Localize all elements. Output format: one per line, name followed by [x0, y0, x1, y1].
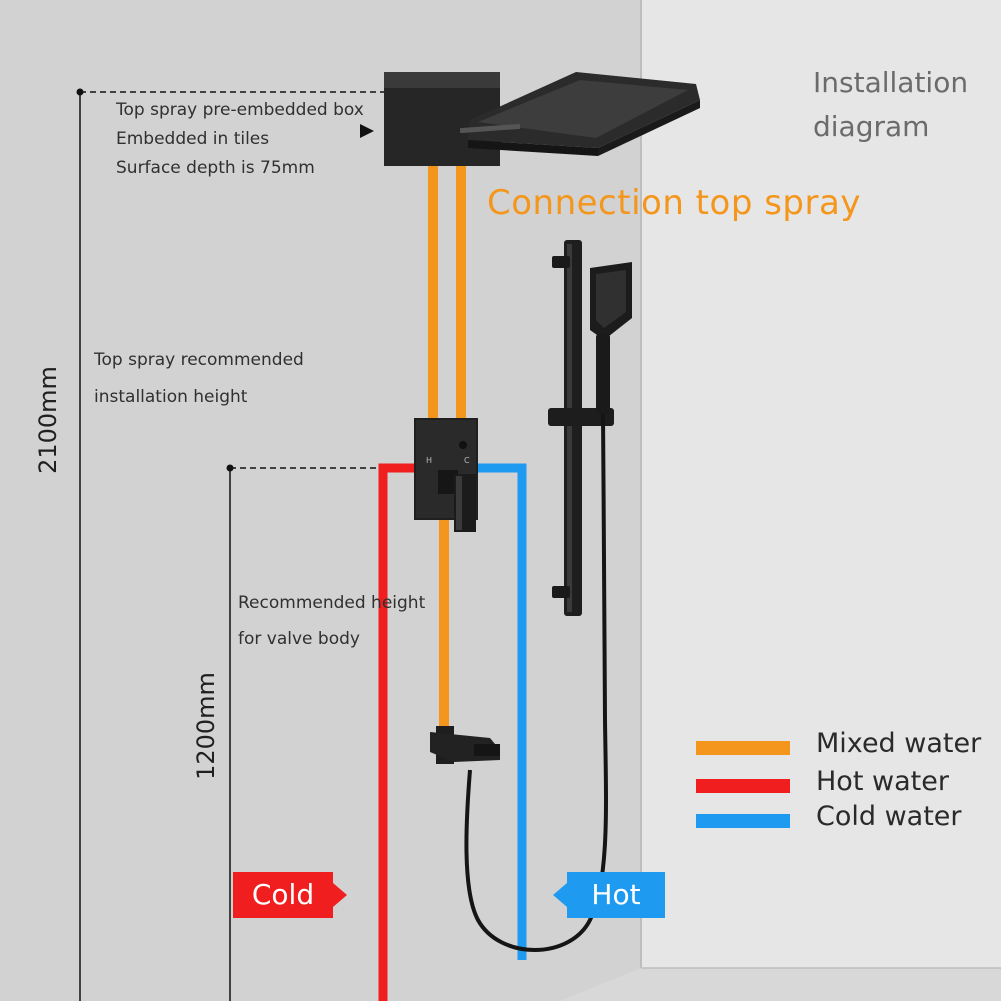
top-spray-height-note: Top spray recommended installation heigh… — [94, 342, 304, 416]
mixing-valve-icon: H C — [414, 418, 478, 532]
right-wall — [641, 0, 1001, 1001]
dimension-1200-label: 1200mm — [192, 672, 220, 780]
valve-height-note-line-1: Recommended height — [238, 593, 426, 613]
embedded-box-note-line-2: Embedded in tiles — [116, 129, 270, 149]
pipe-hot — [378, 463, 416, 1001]
svg-text:H: H — [426, 456, 432, 465]
legend-swatch-mixed — [696, 741, 790, 755]
legend-label-mixed: Mixed water — [816, 728, 982, 759]
hot-inlet-tag: Hot — [567, 872, 665, 918]
legend-label-hot: Hot water — [816, 766, 949, 797]
top-spray-height-note-line-2: installation height — [94, 387, 248, 407]
embedded-box-note-line-3: Surface depth is 75mm — [116, 158, 315, 178]
legend-label-cold: Cold water — [816, 801, 962, 832]
pipe-cold — [477, 463, 527, 960]
rain-shower-head-icon — [384, 72, 700, 166]
cold-inlet-tag: Cold — [233, 872, 333, 918]
diagram-title-line-1: Installation — [813, 66, 969, 99]
top-spray-height-note-line-1: Top spray recommended — [94, 350, 304, 370]
box-pointer-arrow — [360, 124, 374, 138]
connection-top-spray-label: Connection top spray — [487, 183, 861, 223]
cold-tag-arrow-icon — [333, 883, 347, 907]
diagram-title: Installation diagram — [813, 61, 968, 149]
embedded-box-note-line-1: Top spray pre-embedded box — [116, 100, 364, 120]
valve-height-note: Recommended height for valve body — [238, 585, 425, 657]
valve-height-note-line-2: for valve body — [238, 629, 360, 649]
hot-tag-arrow-icon — [553, 883, 567, 907]
diagram-title-line-2: diagram — [813, 110, 930, 143]
left-wall — [0, 0, 641, 1001]
legend-swatch-cold — [696, 814, 790, 828]
slide-bar-icon — [548, 240, 614, 616]
svg-text:C: C — [464, 456, 470, 465]
legend-swatch-hot — [696, 779, 790, 793]
tub-spout-icon — [430, 726, 500, 764]
embedded-box-note: Top spray pre-embedded box Embedded in t… — [116, 96, 364, 183]
hand-shower-icon — [590, 262, 632, 414]
floor-plane — [560, 968, 1001, 1001]
dimension-2100-label: 2100mm — [34, 366, 62, 474]
